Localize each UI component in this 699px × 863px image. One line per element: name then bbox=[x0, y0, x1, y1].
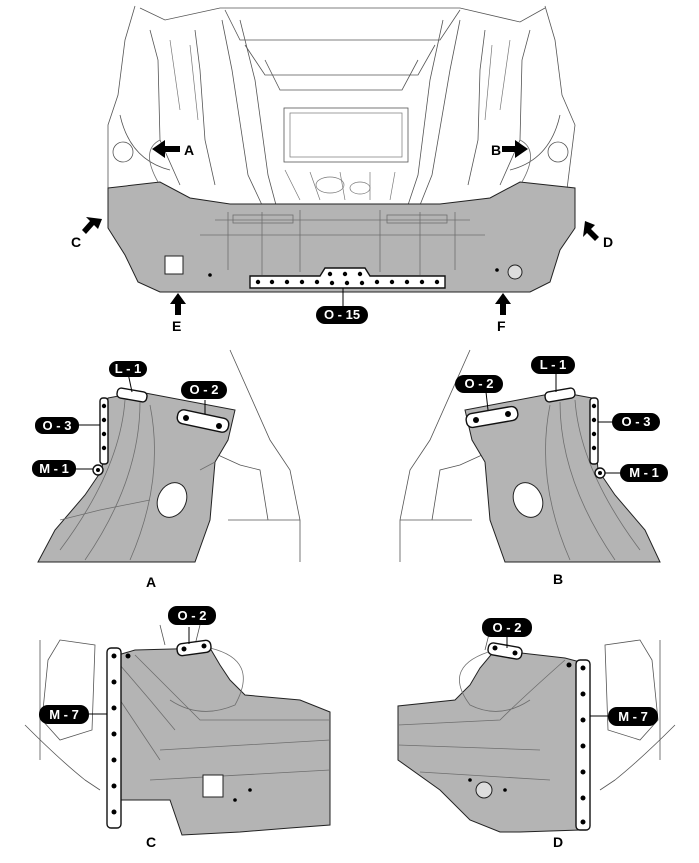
svg-text:D: D bbox=[603, 234, 613, 250]
b-o2-tag: O - 2 bbox=[455, 375, 503, 393]
view-c: O - 2 M - 7 C bbox=[24, 606, 331, 850]
arrow-a-icon: A bbox=[152, 140, 194, 158]
b-o3-tag: O - 3 bbox=[612, 413, 660, 431]
a-o2-tag: O - 2 bbox=[181, 381, 227, 399]
svg-text:M - 7: M - 7 bbox=[618, 709, 648, 724]
c-o2-tag: O - 2 bbox=[168, 606, 216, 625]
arrow-c-icon: C bbox=[71, 217, 102, 250]
arrow-e-icon: E bbox=[170, 293, 186, 334]
svg-text:E: E bbox=[172, 318, 181, 334]
arrow-b-icon: B bbox=[491, 140, 528, 158]
a-l1-tag: L - 1 bbox=[109, 361, 147, 377]
svg-text:B: B bbox=[491, 142, 501, 158]
o15-grommet-row bbox=[255, 271, 440, 286]
view-b: L - 1 O - 2 O - 3 M - 1 B bbox=[399, 349, 668, 587]
d-m7-tag: M - 7 bbox=[608, 707, 658, 726]
svg-text:L - 1: L - 1 bbox=[115, 361, 142, 376]
a-m1-tag: M - 1 bbox=[32, 460, 76, 477]
svg-text:O - 3: O - 3 bbox=[622, 414, 651, 429]
svg-text:M - 1: M - 1 bbox=[39, 461, 69, 476]
b-l1-tag: L - 1 bbox=[531, 356, 575, 374]
view-a-caption: A bbox=[146, 574, 156, 590]
arrow-f-icon: F bbox=[495, 293, 511, 334]
c-m7-tag: M - 7 bbox=[39, 705, 89, 724]
svg-text:C: C bbox=[71, 234, 81, 250]
svg-text:M - 1: M - 1 bbox=[629, 465, 659, 480]
svg-text:O - 2: O - 2 bbox=[178, 608, 207, 623]
svg-text:A: A bbox=[184, 142, 194, 158]
svg-text:O - 15: O - 15 bbox=[324, 307, 360, 322]
svg-text:M - 7: M - 7 bbox=[49, 707, 79, 722]
svg-text:O - 2: O - 2 bbox=[493, 620, 522, 635]
o15-tag: O - 15 bbox=[316, 306, 368, 324]
view-b-caption: B bbox=[553, 571, 563, 587]
svg-text:F: F bbox=[497, 318, 506, 334]
view-a: L - 1 O - 2 O - 3 M - 1 A bbox=[32, 349, 301, 590]
svg-text:O - 3: O - 3 bbox=[43, 418, 72, 433]
svg-text:O - 2: O - 2 bbox=[190, 382, 219, 397]
rear-body-view: O - 15 A B C D E F bbox=[71, 5, 613, 334]
b-m1-tag: M - 1 bbox=[620, 464, 668, 482]
a-o3-tag: O - 3 bbox=[35, 417, 79, 434]
view-d: O - 2 M - 7 D bbox=[397, 618, 676, 850]
d-o2-tag: O - 2 bbox=[482, 618, 532, 637]
svg-text:O - 2: O - 2 bbox=[465, 376, 494, 391]
arrow-d-icon: D bbox=[583, 221, 613, 250]
view-d-caption: D bbox=[553, 834, 563, 850]
view-c-caption: C bbox=[146, 834, 156, 850]
svg-text:L - 1: L - 1 bbox=[540, 357, 567, 372]
